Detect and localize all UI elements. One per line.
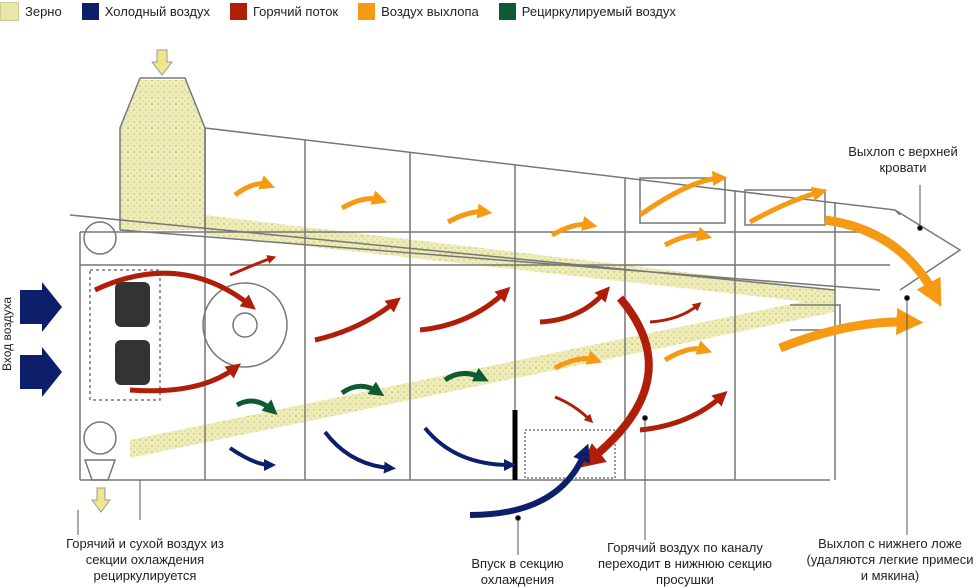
legend-label: Рециркулируемый воздух <box>521 4 676 19</box>
exhaust-arrow <box>233 175 276 198</box>
inlet-arrow <box>20 282 62 332</box>
legend-label: Горячий поток <box>252 4 339 19</box>
inlet-arrow <box>20 347 62 397</box>
dryer-frame <box>69 77 962 481</box>
grain-fill <box>120 80 835 458</box>
hot-arrow <box>314 297 401 343</box>
cold-air-arrows <box>228 426 591 518</box>
exhaust-arrow <box>824 215 942 307</box>
cold-arrow <box>323 430 396 474</box>
exhaust-arrow <box>638 171 728 218</box>
legend-label: Зерно <box>25 4 62 19</box>
exhaust-arrow <box>748 186 828 225</box>
legend-item-hot-flow: Горячий поток <box>229 3 339 20</box>
hot-arrow <box>649 302 702 324</box>
hot-arrow <box>129 363 241 394</box>
hot-arrow <box>419 286 511 333</box>
legend-item-exhaust: Воздух выхлопа <box>358 3 479 20</box>
cold-arrow <box>228 446 276 471</box>
exhaust-arrow <box>553 350 603 371</box>
recirculated-label: Горячий и сухой воздух из секции охлажде… <box>66 536 224 583</box>
recirc-arrow <box>235 398 278 415</box>
exhaust-arrow <box>778 308 924 353</box>
hot-arrow <box>554 395 594 424</box>
legend-label: Холодный воздух <box>104 4 210 19</box>
legend-item-cold-air: Холодный воздух <box>81 3 210 20</box>
legend-swatch <box>358 3 376 20</box>
upper-exhaust-label: Выхлоп с верхней кровати <box>848 144 958 175</box>
hot-flow-arrows <box>93 255 728 468</box>
legend-item-grain: Зерно <box>0 2 62 21</box>
air-inlet-arrows <box>20 282 62 397</box>
exhaust-arrows <box>233 171 942 371</box>
legend-swatch <box>0 2 19 21</box>
recirc-arrow <box>340 381 385 397</box>
grain-flow-arrows <box>91 49 174 513</box>
legend: Зерно Холодный воздух Горячий поток Возд… <box>0 2 696 21</box>
lower-exhaust-label: Выхлоп с нижнего ложе (удаляются легкие … <box>806 536 974 583</box>
grain-out-arrow-icon <box>91 487 111 513</box>
recirculated-arrows <box>235 367 489 415</box>
burner-units <box>115 282 150 385</box>
hot-arrow <box>639 390 728 433</box>
hot-arrow <box>580 295 653 468</box>
legend-swatch <box>81 3 99 20</box>
callout-leaders <box>77 185 923 555</box>
cold-arrow <box>423 426 516 471</box>
exhaust-arrow <box>550 216 598 238</box>
exhaust-arrow <box>663 226 713 248</box>
legend-item-recirculated: Рециркулируемый воздух <box>498 3 676 20</box>
exhaust-arrow <box>663 340 713 363</box>
legend-label: Воздух выхлопа <box>381 4 479 19</box>
exhaust-arrow <box>340 190 388 211</box>
hot-arrow <box>539 286 610 325</box>
recirc-arrow <box>443 367 489 383</box>
exhaust-arrow <box>446 203 493 225</box>
hot-arrow <box>93 270 256 310</box>
legend-swatch <box>229 3 247 20</box>
hot-arrow <box>229 255 277 277</box>
cooling-inlet-label: Впуск в секцию охлаждения <box>471 556 564 587</box>
hot-channel-label: Горячий воздух по каналу переходит в ниж… <box>598 540 772 587</box>
air-inlet-label: Вход воздуха <box>0 296 14 372</box>
cold-arrow <box>469 443 591 518</box>
grain-in-arrow-icon <box>150 49 174 76</box>
legend-swatch <box>498 3 516 20</box>
